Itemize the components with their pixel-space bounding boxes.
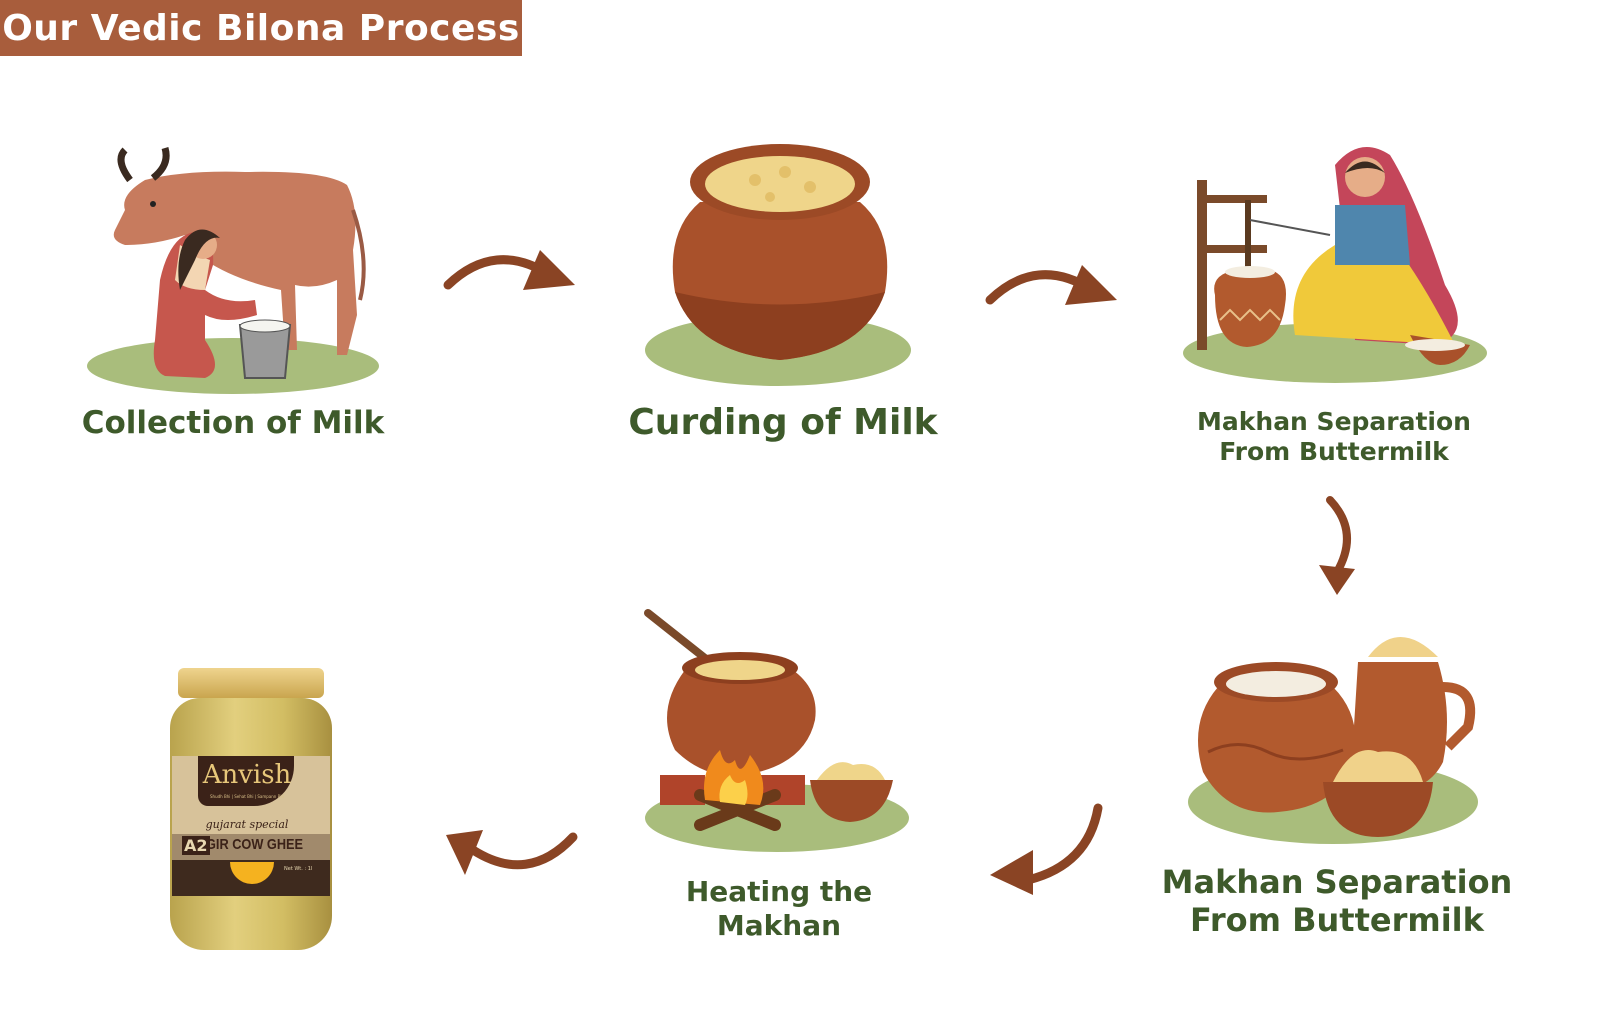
step-label-heating: Heating the Makhan <box>686 875 872 942</box>
cow-milking-illustration <box>87 147 379 394</box>
product-name: GIR COW GHEE <box>206 836 304 853</box>
step-label-makhan-separation-churning: Makhan Separation From Buttermilk <box>1197 407 1471 467</box>
ghee-jar-product: Anvish Shudh Bhi | Sehat Bhi | Sampann B… <box>170 668 332 950</box>
curd-pot-illustration <box>645 144 911 386</box>
jar-lid <box>178 668 324 698</box>
label-line: From Buttermilk <box>1190 901 1484 940</box>
makhan-pots-illustration <box>1188 637 1478 844</box>
label-line: Makhan Separation <box>1161 863 1513 901</box>
arrow-right-icon <box>985 265 1117 305</box>
a2-badge: A2 <box>182 836 210 855</box>
ghee-bowl-icon <box>230 862 274 884</box>
brand-tagline: Shudh Bhi | Sehat Bhi | Sampann Bhi <box>210 794 284 799</box>
arrow-right-icon <box>443 250 575 290</box>
page-title: Our Vedic Bilona Process <box>0 0 522 56</box>
step-label-curding: Curding of Milk <box>628 402 938 443</box>
arrow-left-icon <box>990 803 1103 895</box>
churning-woman-illustration <box>1183 147 1487 383</box>
label-line: Makhan <box>716 908 842 942</box>
brand-name: Anvish <box>202 760 292 790</box>
arrow-left-icon <box>446 830 578 875</box>
step-label-makhan-separation-pots: Makhan Separation From Buttermilk <box>1162 863 1513 940</box>
label-line: Heating the <box>685 875 873 908</box>
product-subtitle: gujarat special <box>205 818 289 831</box>
heating-makhan-illustration <box>644 609 909 852</box>
label-line: Makhan Separation <box>1197 407 1471 436</box>
net-weight: Net Wt. : 1l <box>284 866 313 872</box>
jar-label: Anvish Shudh Bhi | Sehat Bhi | Sampann B… <box>172 756 330 896</box>
label-line: From Buttermilk <box>1219 437 1449 466</box>
step-label-collection: Collection of Milk <box>81 405 385 441</box>
arrow-down-icon <box>1319 496 1355 595</box>
